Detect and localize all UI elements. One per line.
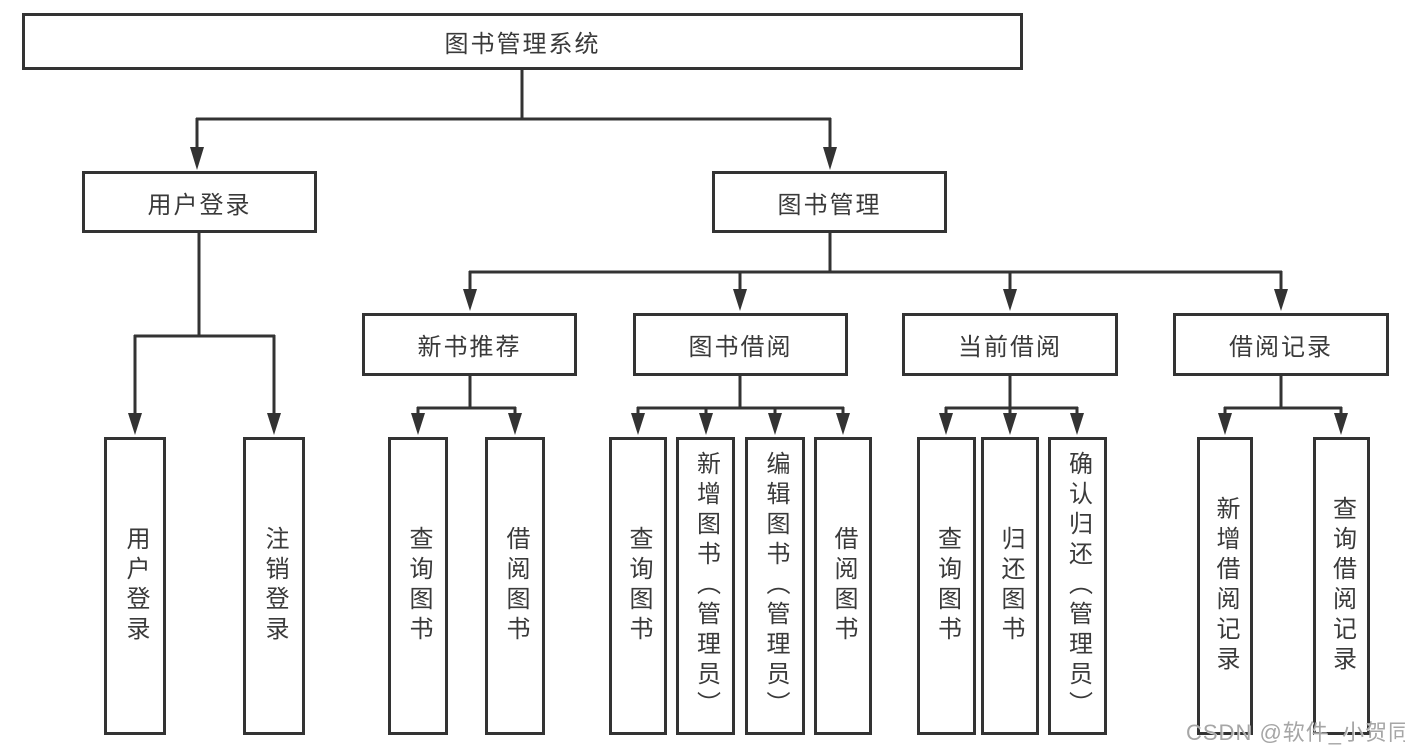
node-borrowing-records: 借阅记录 [1173, 313, 1389, 376]
node-library-management-system: 图书管理系统 [22, 13, 1023, 70]
leaf-borrow-books-recommend: 借阅图书 [485, 437, 545, 735]
leaf-confirm-return-admin: 确认归还（管理员） [1048, 437, 1107, 735]
leaf-edit-book-admin: 编辑图书（管理员） [745, 437, 805, 735]
leaf-add-borrow-record: 新增借阅记录 [1197, 437, 1253, 735]
node-book-management: 图书管理 [712, 171, 947, 233]
leaf-query-books-borrowing: 查询图书 [609, 437, 667, 735]
node-new-book-recommendation: 新书推荐 [362, 313, 577, 376]
node-current-borrowing: 当前借阅 [902, 313, 1118, 376]
leaf-query-books-recommend: 查询图书 [388, 437, 448, 735]
leaf-query-books-current: 查询图书 [917, 437, 976, 735]
leaf-borrow-books-borrowing: 借阅图书 [814, 437, 872, 735]
leaf-return-book: 归还图书 [981, 437, 1039, 735]
csdn-watermark: CSDN @软件_小贺同学 [1186, 720, 1405, 745]
leaf-query-borrow-record: 查询借阅记录 [1313, 437, 1370, 735]
leaf-add-book-admin: 新增图书（管理员） [676, 437, 735, 735]
node-user-login: 用户登录 [82, 171, 317, 233]
node-book-borrowing: 图书借阅 [633, 313, 848, 376]
leaf-logout: 注销登录 [243, 437, 305, 735]
leaf-user-login: 用户登录 [104, 437, 166, 735]
